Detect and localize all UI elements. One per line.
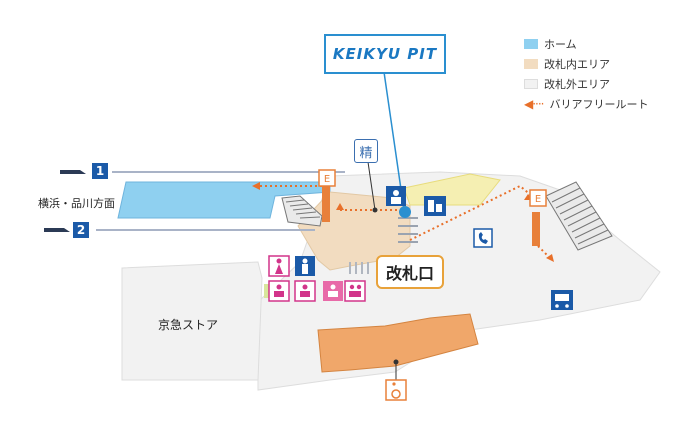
hall-dot (393, 359, 399, 365)
legend-label-paid: 改札内エリア (544, 58, 610, 71)
direction-label: 横浜・品川方面 (38, 197, 115, 210)
station-staff-icon (386, 186, 406, 206)
store-area (121, 261, 263, 381)
elevator-icon-right: E (529, 189, 547, 207)
route-arrow-2 (336, 203, 344, 210)
train-icon-2 (44, 228, 70, 232)
track-number-2: 2 (73, 222, 89, 238)
gate-posts (349, 262, 369, 274)
stairs-right (545, 181, 613, 251)
orange-hall (317, 313, 479, 373)
elevator-icon-left: E (318, 169, 336, 187)
seisan-dot (372, 207, 378, 213)
route-arrow-1 (252, 182, 260, 190)
bus-icon (551, 290, 573, 310)
legend-barrier-free: ◀···· バリアフリールート (524, 96, 649, 112)
legend-label-route: バリアフリールート (549, 98, 649, 111)
svg-text:E: E (324, 174, 330, 185)
legend-platform: ホーム (524, 36, 577, 52)
seisan-leader (367, 161, 376, 211)
legend-route-arrow: ◀···· (524, 97, 544, 111)
toilet-icons (268, 255, 366, 302)
logo-text: KEIKYU PIT (332, 45, 438, 63)
stairs-left (281, 195, 323, 227)
train-icon-1 (60, 170, 86, 174)
keikyu-pit-logo: KEIKYU PIT (324, 34, 446, 74)
legend-swatch-platform (524, 39, 538, 49)
legend-swatch-paid (524, 59, 538, 69)
legend-label-unpaid: 改札外エリア (544, 78, 610, 91)
keikyu-pit-marker (399, 206, 411, 218)
store-label: 京急ストア (158, 318, 219, 332)
svg-text:E: E (535, 194, 541, 205)
telephone-icon (473, 228, 493, 248)
legend-label-platform: ホーム (544, 38, 577, 51)
elevator-shaft-right (532, 212, 540, 246)
ticket-machine-icon (424, 196, 446, 216)
track-number-1: 1 (92, 163, 108, 179)
route-arrow-4 (546, 254, 554, 262)
legend-unpaid-area: 改札外エリア (524, 76, 610, 92)
legend-paid-area: 改札内エリア (524, 56, 610, 72)
ticket-gate-label: 改札口 (376, 255, 445, 289)
fare-adjustment-icon: 精 (354, 139, 378, 163)
legend-swatch-unpaid (524, 79, 538, 89)
wheelchair-icon (385, 379, 407, 401)
ticket-gates (398, 217, 418, 243)
elevator-shaft-left (322, 186, 330, 222)
